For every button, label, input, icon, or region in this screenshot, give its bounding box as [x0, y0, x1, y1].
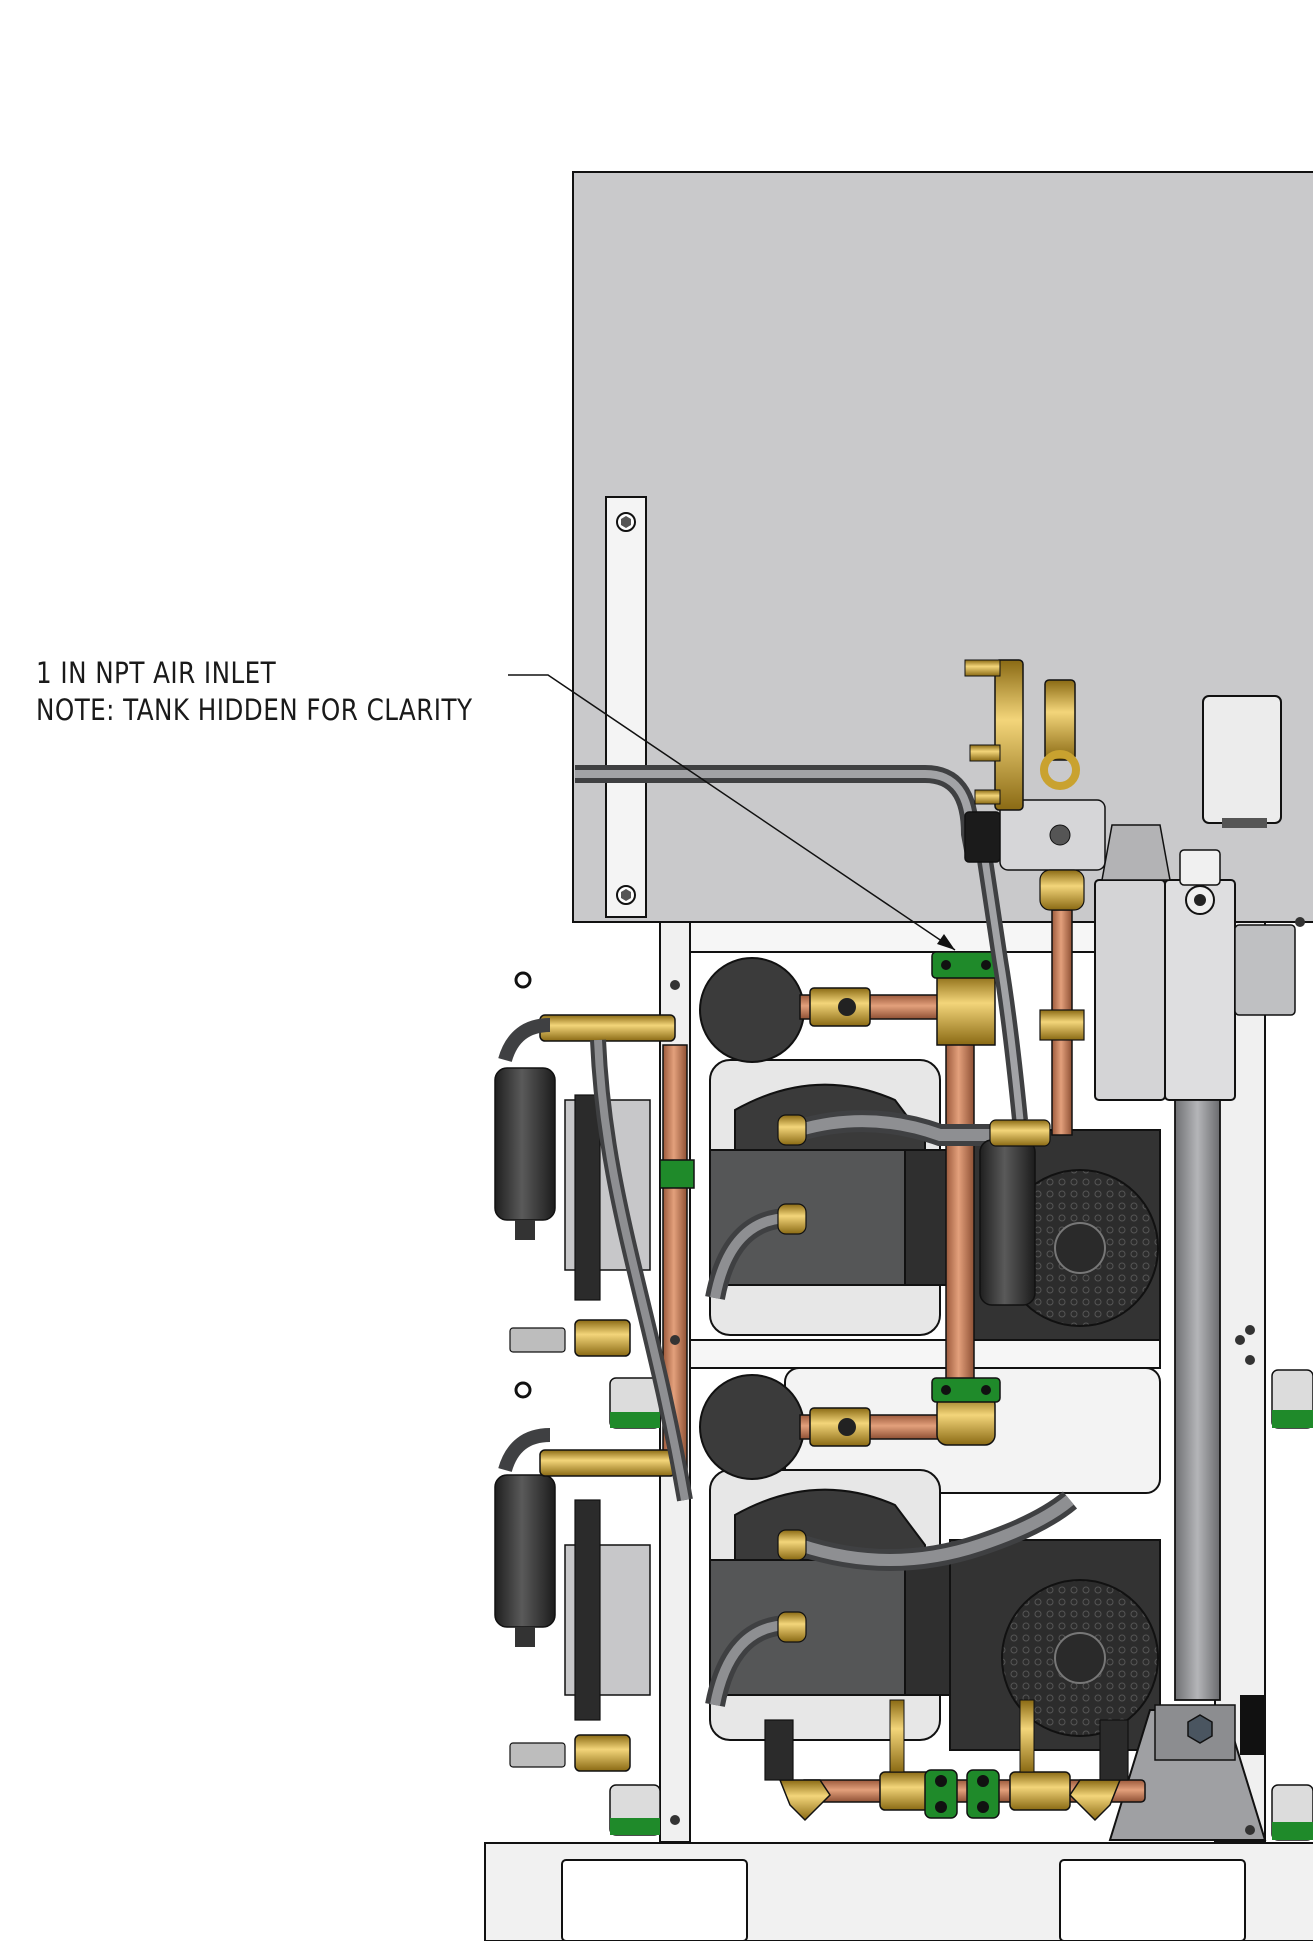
- y-strainer: [1069, 1779, 1122, 1822]
- electrical-box: [1202, 695, 1282, 824]
- intake-filter-upper: [699, 957, 805, 1063]
- copper-pipe-vertical: [945, 1039, 975, 1381]
- push-fitting: [509, 1742, 566, 1768]
- hose-coupler: [964, 811, 1001, 863]
- drain-filter-upper: [494, 1067, 556, 1240]
- bolt-icon: [616, 885, 636, 905]
- mounting-bracket: [605, 496, 647, 918]
- callout-note: 1 IN NPT AIR INLET NOTE: TANK HIDDEN FOR…: [36, 655, 472, 729]
- separator-filter: [979, 1139, 1036, 1306]
- frame-bolts: [670, 917, 1305, 1835]
- filter-housing-main: [1094, 879, 1166, 1101]
- brass-tee: [574, 1734, 631, 1772]
- compressor-lower: [709, 1469, 1161, 1751]
- inlet-tee: [936, 974, 996, 1046]
- green-clamp: [966, 1769, 1000, 1819]
- green-clamp: [931, 1377, 1001, 1403]
- frame-crossbar-middle: [689, 1339, 1161, 1369]
- compressor-upper: [709, 1059, 1161, 1341]
- push-fitting: [509, 1327, 566, 1353]
- hex-nut-icon: [1187, 1714, 1213, 1744]
- callout-line-2: NOTE: TANK HIDDEN FOR CLARITY: [36, 693, 473, 727]
- y-strainer: [778, 1779, 831, 1822]
- green-clamp: [924, 1769, 958, 1819]
- support-column: [1174, 1099, 1221, 1701]
- brass-valve-stack: [994, 659, 1024, 811]
- forklift-pocket-right: [1059, 1859, 1246, 1942]
- bolt-icon: [616, 512, 636, 532]
- callout-leader-line: [508, 674, 956, 951]
- tank-panel: [572, 171, 1313, 923]
- brass-manifold: [539, 1014, 676, 1042]
- intake-filter-lower: [699, 1374, 805, 1480]
- arrowhead-icon: [937, 934, 955, 950]
- forklift-pocket-left: [561, 1859, 748, 1942]
- green-clamp: [659, 1159, 695, 1189]
- callout-line-1: 1 IN NPT AIR INLET: [36, 656, 277, 690]
- brass-manifold: [539, 1449, 676, 1477]
- drain-filter-lower: [494, 1474, 556, 1647]
- brass-tee: [574, 1319, 631, 1357]
